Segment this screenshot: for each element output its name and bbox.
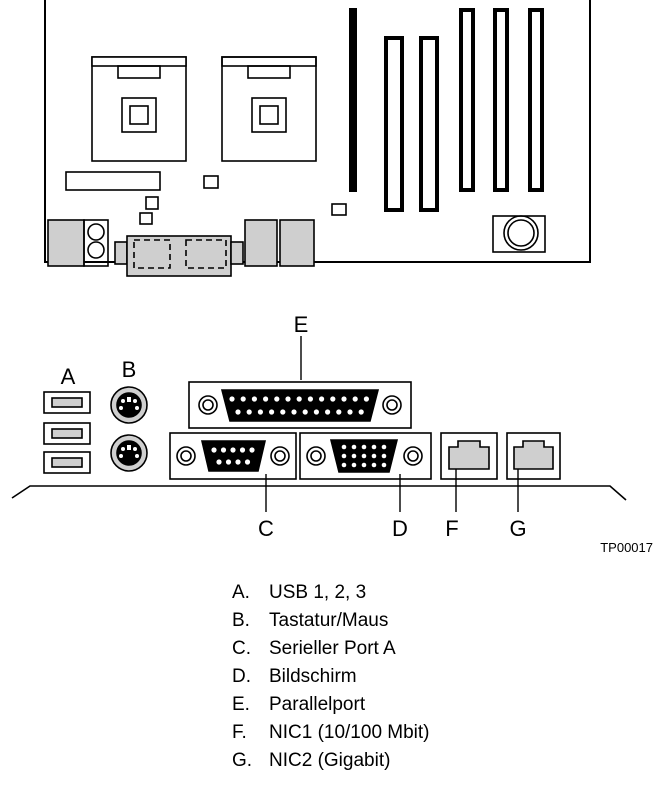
connector-pin [361,453,367,459]
connector-pin [319,396,325,402]
connector-pin [239,447,246,453]
connector-pin [341,453,347,459]
connector-pin [246,409,252,415]
figure-id: TP00017 [600,540,653,555]
legend-text: USB 1, 2, 3 [269,582,367,603]
connector-pin [381,453,387,459]
legend-item-f: F. NIC1 (10/100 Mbit) [232,719,430,747]
connector-pin [251,396,257,402]
processor-socket-2 [221,56,317,162]
connector-pin [244,459,251,465]
connector-pin [225,459,232,465]
ps2-pins [119,397,139,458]
legend-item-a: A. USB 1, 2, 3 [232,579,430,607]
connector-pin [257,409,263,415]
connector-pin [235,409,241,415]
legend-text: NIC2 (Gigabit) [269,750,391,771]
callout-a: A [61,364,76,389]
legend-key: B. [232,610,250,631]
expansion-slots [349,8,544,212]
connector-pin [220,447,227,453]
legend-text: Serieller Port A [269,638,396,659]
callout-e: E [294,312,309,337]
connector-pin [249,447,255,453]
legend-text: NIC1 (10/100 Mbit) [269,722,430,743]
connector-pin [371,462,377,468]
connector-pin [307,396,313,402]
connector-pin [269,409,275,415]
legend-text: Tastatur/Maus [269,610,389,631]
connector-pin [341,444,347,450]
connector-pin [240,396,246,402]
legend-item-e: E. Parallelport [232,691,430,719]
connector-pin [371,453,377,459]
connector-pin [363,396,369,402]
connector-pin [235,459,241,465]
callout-c: C [258,516,274,541]
connector-pin [361,462,367,468]
connector-pin [336,409,342,415]
video-port-pins [341,444,387,468]
connector-pin [351,453,357,459]
connector-pin [296,396,302,402]
battery [492,215,546,253]
connector-pin [351,462,357,468]
connector-pin [325,409,331,415]
parallel-port-pins [229,396,369,415]
connector-pin [230,447,236,453]
callout-f: F [445,516,458,541]
connector-pin [381,444,387,450]
connector-pin [361,444,367,450]
connector-pin [347,409,353,415]
legend-key: C. [232,638,251,659]
legend-text: Bildschirm [269,666,357,687]
usb-ports [43,391,91,474]
legend-text: Parallelport [269,694,366,715]
legend-key: A. [232,582,250,603]
callout-b: B [122,357,137,382]
serial-port-pins [211,447,255,465]
connector-pin [291,409,297,415]
connector-pin [381,462,387,468]
motherboard-outline [44,0,591,263]
nic1-port [440,432,498,480]
processor-socket-1 [91,56,187,162]
legend-item-d: D. Bildschirm [232,663,430,691]
legend-item-b: B. Tastatur/Maus [232,607,430,635]
legend-key: E. [232,694,250,715]
callout-d: D [392,516,408,541]
nic2-port [506,432,561,480]
legend-item-g: G. NIC2 (Gigabit) [232,747,430,775]
legend-key: G. [232,750,253,771]
connector-pin [351,444,357,450]
board-components [65,171,347,225]
expansion-slots-inner [388,12,540,208]
connector-pin [313,409,319,415]
connector-pin [330,396,336,402]
connector-pin [352,396,358,402]
connector-pin [229,396,235,402]
connector-pin [302,409,308,415]
connector-pin [216,459,222,465]
callout-leaders [265,336,519,512]
serial-port [169,432,297,480]
connector-pin [341,396,347,402]
parallel-port [188,381,412,429]
connector-pin [358,409,364,415]
connector-pin [263,396,269,402]
chassis-outline [11,485,627,501]
rear-io-diagram: A B E C D F G TP00017 [11,0,653,555]
connector-pin [211,447,217,453]
legend-list: A. USB 1, 2, 3 B. Tastatur/Maus C. Serielle… [232,579,430,775]
connector-pin [285,396,291,402]
connector-pin [280,409,286,415]
connector-pin [341,462,347,468]
connector-pin [371,444,377,450]
legend-key: F. [232,722,247,743]
legend-item-c: C. Serieller Port A [232,635,430,663]
connector-pin [274,396,280,402]
legend-key: D. [232,666,251,687]
callout-g: G [509,516,526,541]
rear-connectors-top-view [47,219,315,277]
